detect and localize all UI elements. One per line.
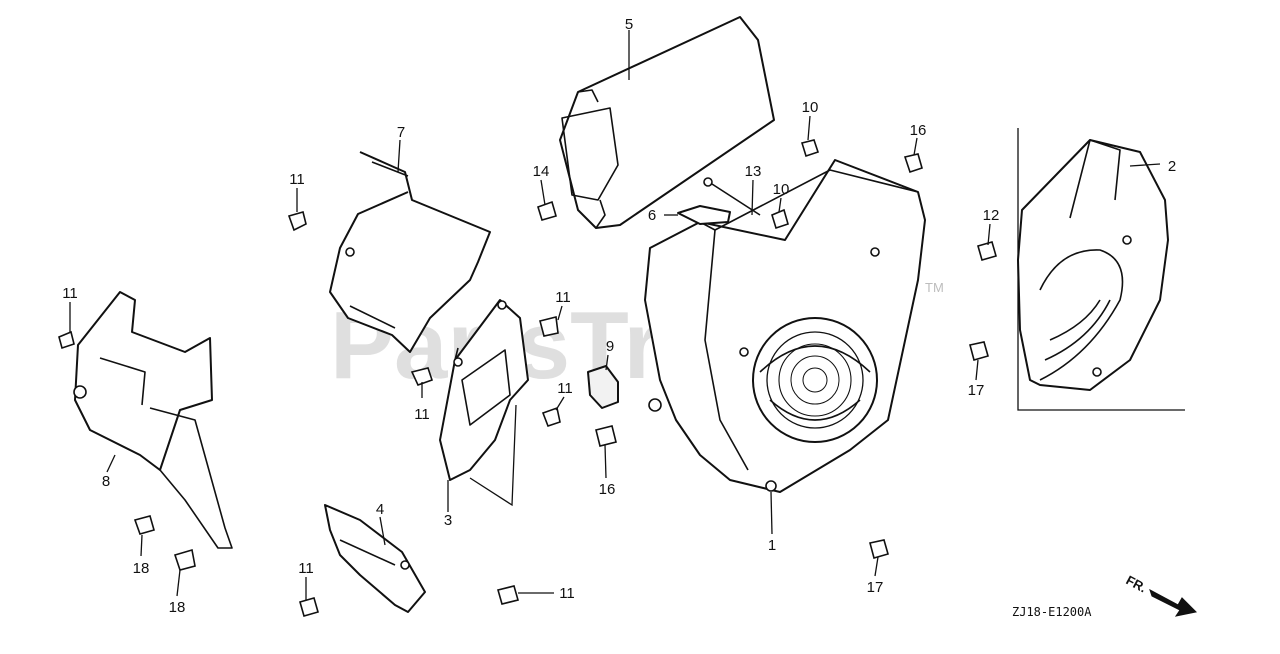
callout-11-right: 11 — [557, 380, 573, 397]
front-direction-indicator: FR. — [1124, 572, 1198, 617]
callout-10-top: 10 — [802, 99, 819, 116]
leader-lines — [69, 30, 1161, 600]
part-2-side-cover — [1017, 128, 1185, 411]
callout-18-upper: 18 — [133, 560, 150, 577]
callout-11-mid: 11 — [414, 406, 430, 423]
part-6-clip — [677, 205, 731, 225]
callout-11-left: 11 — [62, 285, 78, 302]
callout-13: 13 — [745, 163, 762, 180]
front-label: FR. — [1124, 572, 1150, 595]
part-1-fan-shroud — [644, 159, 926, 493]
callout-9: 9 — [606, 338, 614, 355]
callout-10-mid: 10 — [773, 181, 790, 198]
callout-16-bottom: 16 — [599, 481, 616, 498]
part-3-bracket — [439, 299, 529, 507]
callout-11-lower: 11 — [298, 560, 314, 577]
callout-14: 14 — [533, 163, 550, 180]
fasteners — [58, 139, 997, 617]
part-7-baffle-plate — [329, 151, 491, 353]
part-4-lower-bracket — [324, 504, 426, 613]
callout-17-bottom: 17 — [867, 579, 884, 596]
callout-18-lower: 18 — [169, 599, 186, 616]
callout-16-top: 16 — [910, 122, 927, 139]
callout-3: 3 — [444, 512, 452, 529]
callout-17-right: 17 — [968, 382, 985, 399]
watermark-trademark: TM — [925, 280, 944, 295]
callout-11-center: 11 — [555, 289, 571, 306]
callouts: 1 2 3 4 5 6 7 8 9 10 10 11 11 11 11 11 1… — [62, 16, 1176, 616]
callout-2: 2 — [1168, 158, 1176, 175]
callout-8: 8 — [102, 473, 110, 490]
callout-4: 4 — [376, 501, 384, 518]
callout-5: 5 — [625, 16, 633, 33]
callout-1: 1 — [768, 537, 776, 554]
front-arrow-icon — [1149, 588, 1198, 617]
part-5-top-cover — [559, 16, 775, 229]
diagram-code: ZJ18-E1200A — [1012, 605, 1092, 619]
callout-11-upper: 11 — [289, 171, 305, 188]
part-8-left-bracket — [73, 291, 233, 549]
callout-11-bottom: 11 — [559, 585, 575, 602]
callout-6: 6 — [648, 207, 656, 224]
callout-7: 7 — [397, 124, 405, 141]
callout-12: 12 — [983, 207, 1000, 224]
